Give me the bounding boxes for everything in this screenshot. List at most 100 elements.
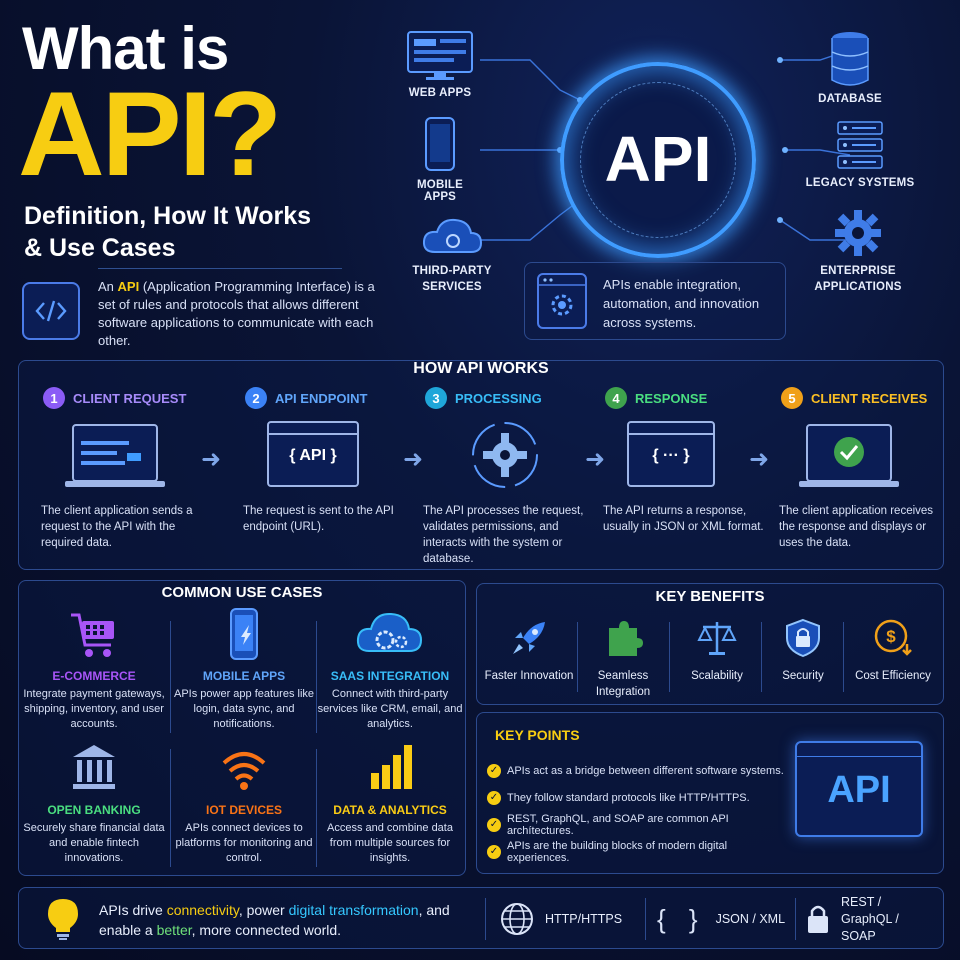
step-label: RESPONSE	[635, 390, 708, 406]
protocol-label: REST / GraphQL / SOAP	[841, 894, 899, 943]
scale-icon	[697, 622, 737, 655]
phone-icon	[230, 608, 258, 660]
divider	[485, 898, 486, 940]
section-title: KEY BENEFITS	[655, 588, 765, 605]
benefit-security: Security	[757, 618, 849, 702]
endpoint-window-icon: { API }	[267, 421, 359, 487]
benefit-label: Scalability	[691, 670, 743, 682]
node-mobile-apps: MOBILE APPS	[404, 116, 476, 203]
use-case-description: Access and combine data from multiple so…	[327, 822, 453, 864]
divider	[316, 621, 317, 733]
arrow-right-icon: ➜	[585, 446, 606, 473]
globe-icon	[501, 903, 533, 935]
hub-label: API	[604, 123, 712, 195]
api-hub: API	[560, 62, 756, 258]
step-processing: 3 PROCESSING The API processes the reque…	[423, 387, 598, 567]
lightbulb-icon	[48, 899, 78, 940]
benefit-faster-innovation: Faster Innovation	[483, 618, 575, 702]
key-point-text: APIs act as a bridge between different s…	[507, 764, 784, 777]
definition-prefix: An	[98, 279, 114, 294]
node-label: DATABASE	[818, 93, 882, 105]
subtitle-line-2: & Use Cases	[24, 234, 176, 262]
use-cases-section: COMMON USE CASES E-COMMERCE Integrate pa…	[18, 580, 466, 876]
endpoint-icon-text: { API }	[289, 447, 337, 464]
benefit-label: Cost Efficiency	[855, 670, 931, 682]
benefit-scalability: Scalability	[671, 618, 763, 702]
check-icon: ✓	[487, 763, 501, 778]
step-label: CLIENT REQUEST	[73, 390, 187, 406]
step-header: 4 RESPONSE	[605, 387, 707, 409]
use-case-mobile-apps: MOBILE APPS APIs power app features like…	[171, 607, 317, 737]
use-case-saas: SAAS INTEGRATION Connect with third-part…	[317, 607, 463, 737]
key-benefits-section: KEY BENEFITS Faster Innovation Seamless …	[476, 583, 944, 705]
check-icon: ✓	[487, 817, 501, 832]
divider	[170, 749, 171, 867]
protocol-rest-graphql-soap: REST / GraphQL / SOAP	[805, 888, 933, 950]
use-case-title: OPEN BANKING	[47, 803, 141, 817]
section-title: COMMON USE CASES	[161, 584, 323, 601]
use-case-data-analytics: DATA & ANALYTICS Access and combine data…	[317, 741, 463, 871]
subtitle: Definition, How It Works & Use Cases	[24, 200, 311, 264]
use-case-title: SAAS INTEGRATION	[330, 669, 450, 683]
code-icon	[22, 282, 80, 340]
title-api: API?	[18, 67, 282, 201]
step-number: 1	[43, 387, 65, 409]
api-window-illustration: API	[795, 741, 923, 837]
node-label: ENTERPRISE APPLICATIONS	[814, 265, 902, 293]
use-case-title: MOBILE APPS	[202, 669, 286, 683]
use-case-iot: IOT DEVICES APIs connect devices to plat…	[171, 741, 317, 871]
benefit-label: Security	[782, 670, 824, 682]
node-label: LEGACY SYSTEMS	[805, 177, 915, 189]
tagline-highlight: better	[156, 922, 192, 938]
use-case-title: DATA & ANALYTICS	[333, 803, 447, 817]
step-client-request: 1 CLIENT REQUEST The client application …	[41, 387, 216, 567]
node-enterprise: ENTERPRISE APPLICATIONS	[808, 208, 908, 295]
use-case-title: IOT DEVICES	[205, 803, 282, 817]
use-case-description: Securely share financial data and enable…	[23, 822, 165, 864]
key-point-text: They follow standard protocols like HTTP…	[507, 791, 750, 804]
step-response: 4 RESPONSE { ··· } The API returns a res…	[603, 387, 778, 567]
use-case-ecommerce: E-COMMERCE Integrate payment gateways, s…	[21, 607, 167, 737]
divider	[98, 268, 342, 269]
integration-info-box: APIs enable integration, automation, and…	[524, 262, 786, 340]
step-api-endpoint: 2 API ENDPOINT { API } The request is se…	[243, 387, 418, 567]
info-text: APIs enable integration, automation, and…	[603, 277, 760, 330]
window-bar	[629, 423, 713, 435]
response-window-icon: { ··· }	[627, 421, 715, 487]
divider	[316, 749, 317, 867]
step-description: The API processes the request, validates…	[423, 505, 584, 565]
key-points-title: KEY POINTS	[495, 727, 580, 743]
protocol-label: JSON / XML	[715, 912, 786, 926]
use-case-description: Integrate payment gateways, shipping, in…	[23, 688, 165, 730]
key-points-section: KEY POINTS ✓ APIs act as a bridge betwee…	[476, 712, 944, 874]
coin-icon: $	[874, 619, 912, 656]
step-label: API ENDPOINT	[275, 390, 368, 406]
braces-icon: { }	[657, 903, 706, 934]
key-point-text: REST, GraphQL, and SOAP are common API a…	[507, 812, 729, 837]
check-icon: ✓	[487, 844, 501, 859]
tagline-text: , more connected world.	[191, 922, 342, 938]
database-icon	[831, 32, 869, 86]
key-points-list: ✓ APIs act as a bridge between different…	[487, 757, 787, 865]
bar-chart-icon	[371, 745, 412, 789]
benefit-label: Seamless Integration	[595, 670, 651, 698]
definition-rest: (Application Programming Interface) is a…	[98, 279, 375, 348]
list-item: ✓ APIs are the building blocks of modern…	[487, 838, 787, 865]
use-case-description: APIs connect devices to platforms for mo…	[175, 822, 313, 864]
divider	[577, 622, 578, 692]
node-legacy: LEGACY SYSTEMS	[800, 120, 920, 189]
processing-gear-icon	[472, 422, 538, 488]
node-database: DATABASE	[810, 30, 890, 105]
title-line-1: What is	[22, 15, 229, 82]
footer-tagline: APIs drive connectivity, power digital t…	[99, 900, 479, 940]
window-bar	[269, 423, 357, 435]
benefit-seamless-integration: Seamless Integration	[577, 618, 669, 702]
check-icon: ✓	[487, 790, 501, 805]
shield-lock-icon	[786, 618, 820, 658]
step-number: 4	[605, 387, 627, 409]
divider	[170, 621, 171, 733]
tagline-highlight: digital transformation	[288, 902, 419, 918]
list-item: ✓ REST, GraphQL, and SOAP are common API…	[487, 811, 787, 838]
protocol-http: HTTP/HTTPS	[499, 888, 622, 950]
cloud-icon	[422, 218, 483, 253]
